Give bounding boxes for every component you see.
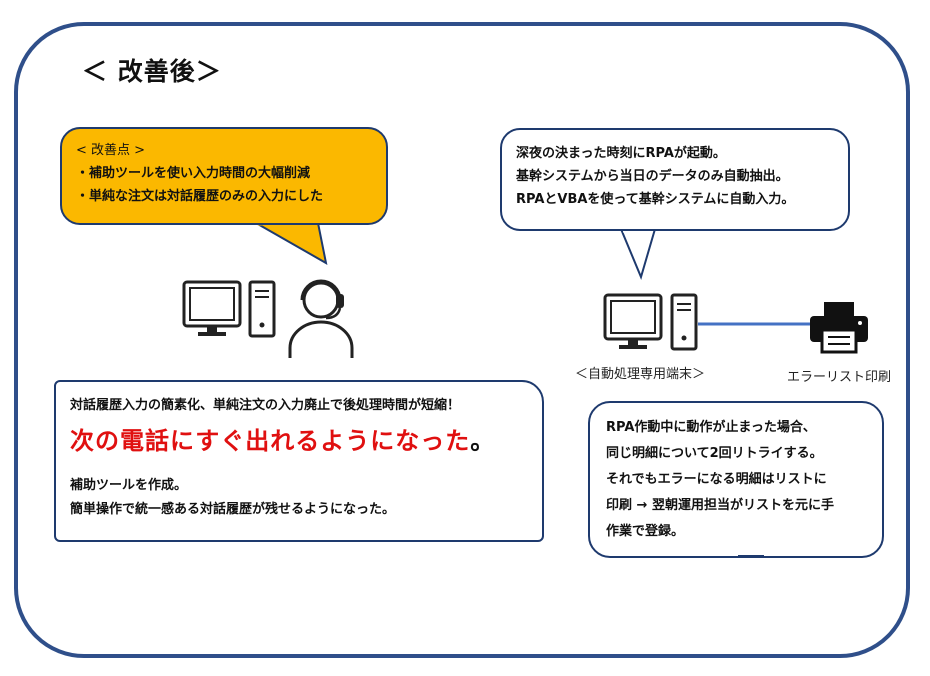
result-highlight: 次の電話にすぐ出れるようになった。	[70, 421, 528, 456]
outer-frame	[14, 22, 910, 658]
pc-tower-icon	[248, 280, 276, 338]
result-detail: 補助ツールを作成。 簡単操作で統一感ある対話履歴が残せるようになった。	[70, 474, 528, 522]
rpa-line: 深夜の決まった時刻にRPAが起動。	[516, 146, 726, 161]
rpa-line: 基幹システムから当日のデータのみ自動抽出。	[516, 169, 789, 184]
rpa-line: RPAとVBAを使って基幹システムに自動入力。	[516, 192, 795, 207]
result-highlight-text: 次の電話にすぐ出れるようになった	[70, 427, 471, 455]
operator-headset-icon	[288, 279, 354, 358]
result-detail-line: 補助ツールを作成。	[70, 478, 188, 493]
error-line: 同じ明細について2回リトライする。	[606, 446, 823, 461]
error-line: それでもエラーになる明細はリストに	[606, 472, 827, 487]
result-highlight-end: 。	[470, 427, 496, 455]
page-title: ＜ 改善後＞	[82, 57, 222, 86]
error-handling-box: RPA作動中に動作が止まった場合、 同じ明細について2回リトライする。 それでも…	[588, 401, 884, 558]
improvement-line: ・補助ツールを使い入力時間の大幅削減	[76, 166, 311, 181]
printer-caption: エラーリスト印刷	[787, 370, 892, 385]
error-line: RPA作動中に動作が止まった場合、	[606, 420, 816, 435]
result-detail-line: 簡単操作で統一感ある対話履歴が残せるようになった。	[70, 502, 396, 517]
connector-line	[698, 322, 816, 326]
terminal-caption: ＜自動処理専用端末＞	[575, 367, 706, 382]
result-summary: 対話履歴入力の簡素化、単純注文の入力廃止で後処理時間が短縮！	[70, 398, 461, 413]
error-line: 作業で登録。	[606, 524, 685, 539]
monitor-icon	[182, 280, 242, 336]
monitor-icon	[603, 293, 663, 349]
improvement-bubble: < 改善点 > ・補助ツールを使い入力時間の大幅削減 ・単純な注文は対話履歴のみ…	[60, 127, 388, 225]
error-line: 印刷 → 翌朝運用担当がリストを元に手	[606, 498, 834, 513]
improvement-line: ・単純な注文は対話履歴のみの入力にした	[76, 189, 324, 204]
result-box: 対話履歴入力の簡素化、単純注文の入力廃止で後処理時間が短縮！ 次の電話にすぐ出れ…	[54, 380, 544, 542]
box-notch	[738, 555, 764, 558]
pc-tower-icon	[670, 293, 698, 351]
printer-icon	[810, 302, 868, 354]
rpa-bubble: 深夜の決まった時刻にRPAが起動。 基幹システムから当日のデータのみ自動抽出。 …	[500, 128, 850, 231]
improvement-heading: < 改善点 >	[76, 143, 146, 158]
